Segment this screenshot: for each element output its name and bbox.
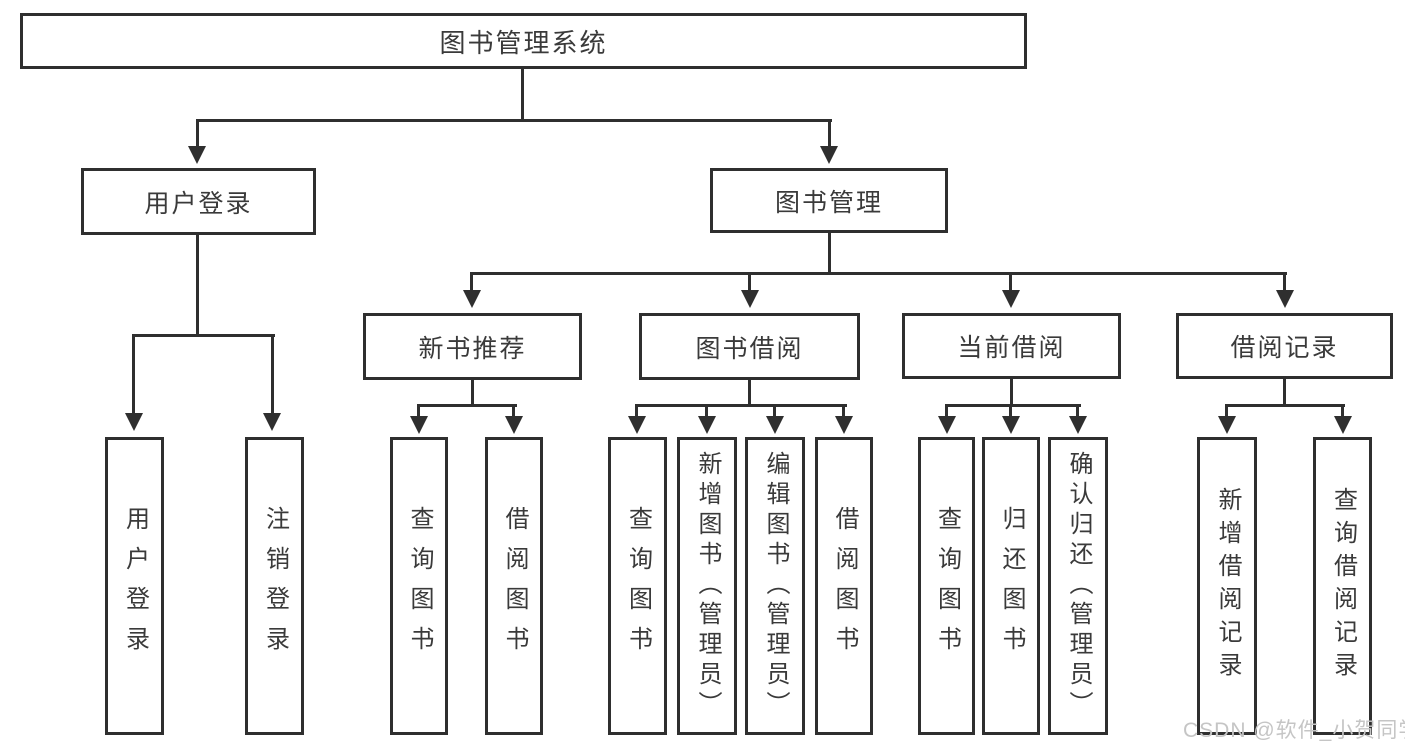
arrow-down-icon [410,416,428,434]
connector-book-borrowing-stem [748,380,751,407]
leaf-query-borrow-record: 查询借阅记录 [1313,437,1372,735]
connector-new-book-stem [471,380,474,407]
connector-current-borrowing-branch [945,404,1081,407]
connector-root-branch [196,119,832,122]
arrow-down-icon [505,416,523,434]
leaf-add-books-admin: 新增图书（管理员） [677,437,737,735]
node-book-management-label: 图书管理 [774,188,883,217]
arrow-down-icon [188,146,206,164]
connector-current-borrowing-stem [1010,379,1013,407]
connector-to-leaf [132,334,135,414]
arrow-down-icon [463,290,481,308]
leaf-query-books-1-label: 查询图书 [406,506,433,666]
node-user-login: 用户登录 [81,168,316,235]
arrow-down-icon [698,416,716,434]
leaf-query-books-1: 查询图书 [390,437,448,735]
leaf-return-books: 归还图书 [982,437,1040,735]
connector-to-leaf [271,334,274,414]
connector-to-user-login [196,119,199,149]
connector-root-stem [521,69,524,121]
node-root-library-system: 图书管理系统 [20,13,1027,69]
connector-to-leaf [705,404,708,418]
leaf-query-borrow-record-label: 查询借阅记录 [1329,487,1357,685]
arrow-down-icon [1002,290,1020,308]
arrow-down-icon [820,146,838,164]
connector-to-leaf [635,404,638,418]
arrow-down-icon [628,416,646,434]
connector-book-management-stem [828,233,831,275]
leaf-borrow-books-1: 借阅图书 [485,437,543,735]
node-root-label: 图书管理系统 [439,27,608,58]
node-new-book-recommend-label: 新书推荐 [418,334,527,363]
connector-user-login-stem [196,235,199,337]
leaf-add-borrow-record-label: 新增借阅记录 [1214,487,1241,685]
arrow-down-icon [125,413,143,431]
connector-to-book-management [828,119,831,149]
leaf-edit-books-admin: 编辑图书（管理员） [745,437,805,735]
connector-to-leaf [773,404,776,418]
leaf-query-books-3: 查询图书 [918,437,975,735]
node-borrowing-records: 借阅记录 [1176,313,1393,379]
leaf-query-books-3-label: 查询图书 [933,506,961,666]
leaf-borrow-books-2-label: 借阅图书 [831,506,858,666]
arrow-down-icon [1002,416,1020,434]
connector-to-new-book-recommend [470,272,473,292]
connector-to-borrowing-records [1283,272,1286,292]
connector-to-current-borrowing [1009,272,1012,292]
node-book-management: 图书管理 [710,168,948,233]
connector-to-leaf [1009,404,1012,418]
leaf-borrow-books-2: 借阅图书 [815,437,873,735]
leaf-edit-books-admin-label: 编辑图书（管理员） [762,451,789,721]
leaf-query-books-2-label: 查询图书 [624,506,652,666]
node-user-login-label: 用户登录 [144,189,253,218]
arrow-down-icon [835,416,853,434]
connector-user-login-branch [132,334,275,337]
leaf-add-borrow-record: 新增借阅记录 [1197,437,1257,735]
node-book-borrowing-label: 图书借阅 [695,334,804,363]
connector-book-management-branch [470,272,1287,275]
arrow-down-icon [1218,416,1236,434]
connector-borrowing-records-branch [1225,404,1345,407]
leaf-query-books-2: 查询图书 [608,437,667,735]
connector-to-leaf [1341,404,1344,418]
connector-borrowing-records-stem [1283,379,1286,407]
connector-to-leaf [945,404,948,418]
connector-to-leaf [1076,404,1079,418]
leaf-confirm-return-admin: 确认归还（管理员） [1048,437,1108,735]
node-current-borrowing-label: 当前借阅 [957,334,1066,362]
node-new-book-recommend: 新书推荐 [363,313,582,380]
connector-to-leaf [417,404,420,418]
node-borrowing-records-label: 借阅记录 [1230,334,1339,362]
csdn-watermark: CSDN @软件_小贺同学 [1183,719,1405,742]
leaf-user-login-label: 用户登录 [121,506,149,666]
connector-to-leaf [1225,404,1228,418]
leaf-borrow-books-1-label: 借阅图书 [501,506,528,666]
arrow-down-icon [1334,416,1352,434]
connector-book-borrowing-branch [635,404,847,407]
arrow-down-icon [938,416,956,434]
node-book-borrowing: 图书借阅 [639,313,860,380]
leaf-add-books-admin-label: 新增图书（管理员） [694,451,721,721]
leaf-user-login: 用户登录 [105,437,164,735]
connector-to-book-borrowing [748,272,751,292]
connector-to-leaf [842,404,845,418]
arrow-down-icon [1276,290,1294,308]
arrow-down-icon [263,413,281,431]
leaf-logout: 注销登录 [245,437,304,735]
connector-new-book-branch [417,404,517,407]
leaf-confirm-return-admin-label: 确认归还（管理员） [1065,451,1092,721]
node-current-borrowing: 当前借阅 [902,313,1121,379]
leaf-logout-label: 注销登录 [261,506,289,666]
arrow-down-icon [1069,416,1087,434]
leaf-return-books-label: 归还图书 [998,506,1025,666]
connector-to-leaf [512,404,515,418]
arrow-down-icon [741,290,759,308]
arrow-down-icon [766,416,784,434]
